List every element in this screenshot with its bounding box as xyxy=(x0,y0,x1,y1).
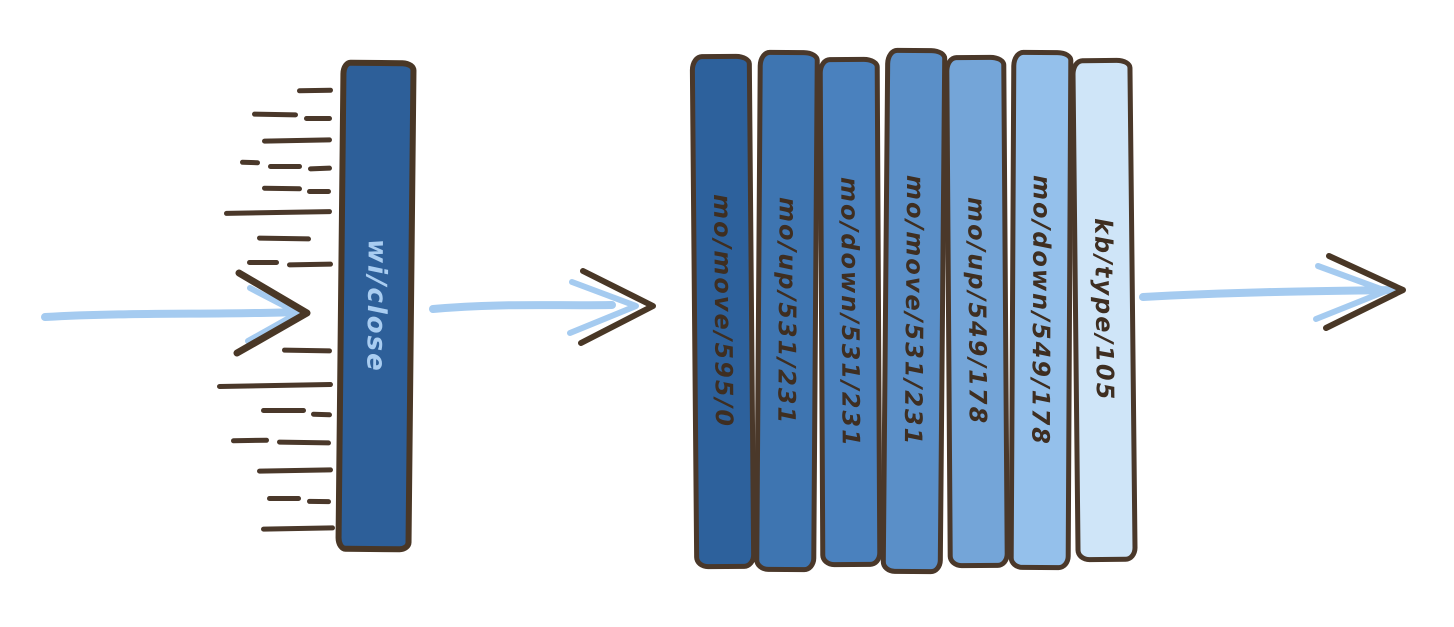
event-card-label: kb/type/105 xyxy=(1089,218,1119,402)
right-arrow-icon xyxy=(1139,253,1406,331)
event-card-label: mo/move/531/231 xyxy=(898,175,930,447)
event-card-label: mo/up/549/178 xyxy=(962,197,992,426)
event-card: mo/move/595/0 xyxy=(689,53,757,570)
event-card-label: mo/move/595/0 xyxy=(707,194,739,429)
event-card-label: mo/up/531/231 xyxy=(772,196,802,426)
left-arrow-icon xyxy=(41,269,311,357)
stream-dash xyxy=(307,189,331,194)
stream-dash xyxy=(304,116,332,121)
event-card-label: mo/down/549/178 xyxy=(1026,174,1056,446)
filter-bar: wi/close xyxy=(335,59,417,553)
event-card: mo/down/549/178 xyxy=(1008,49,1074,571)
stream-dash xyxy=(247,260,279,265)
filter-bar-label: wi/close xyxy=(360,238,392,374)
event-card: kb/type/105 xyxy=(1070,57,1138,563)
event-card: mo/move/531/231 xyxy=(880,47,948,575)
event-card: mo/down/531/231 xyxy=(817,56,883,568)
event-card: mo/up/549/178 xyxy=(944,54,1010,569)
stream-dash xyxy=(267,496,301,501)
stream-dash xyxy=(261,408,306,413)
event-card: mo/up/531/231 xyxy=(754,49,820,573)
stream-dash xyxy=(268,164,302,169)
event-card-label: mo/down/531/231 xyxy=(835,176,865,448)
middle-arrow-icon xyxy=(429,268,656,346)
